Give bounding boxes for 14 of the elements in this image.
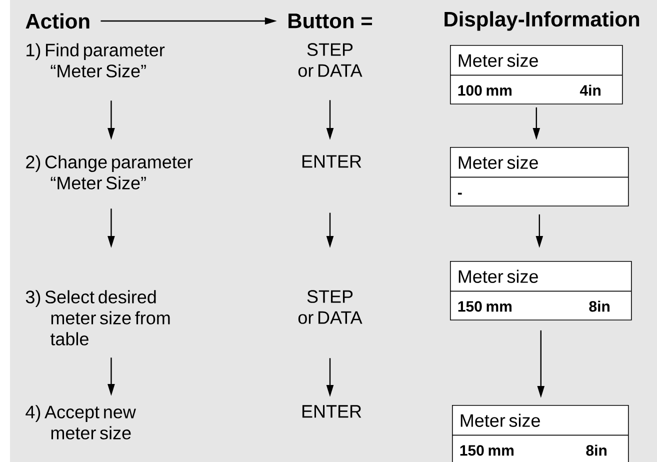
step-text: 1) Find parameter “Meter Size” xyxy=(26,43,165,78)
column-heading: Action xyxy=(26,13,90,29)
button-text: STEP or DATA xyxy=(298,290,362,324)
display-box: Meter size 100 mm 4in xyxy=(450,45,623,104)
step-text: 4) Accept new meter size xyxy=(26,405,136,440)
display-box: Meter size - xyxy=(450,147,629,206)
button-text: STEP or DATA xyxy=(298,43,362,77)
step-text: 2) Change parameter “Meter Size” xyxy=(26,155,193,190)
display-box: Meter size 150 mm 8in xyxy=(450,261,632,320)
button-text: ENTER xyxy=(302,155,362,168)
column-heading: Button = xyxy=(288,14,372,28)
step-text: 3) Select desired meter size from table xyxy=(26,290,170,346)
display-box: Meter size 150 mm 8in xyxy=(452,405,629,462)
button-text: ENTER xyxy=(302,405,362,418)
